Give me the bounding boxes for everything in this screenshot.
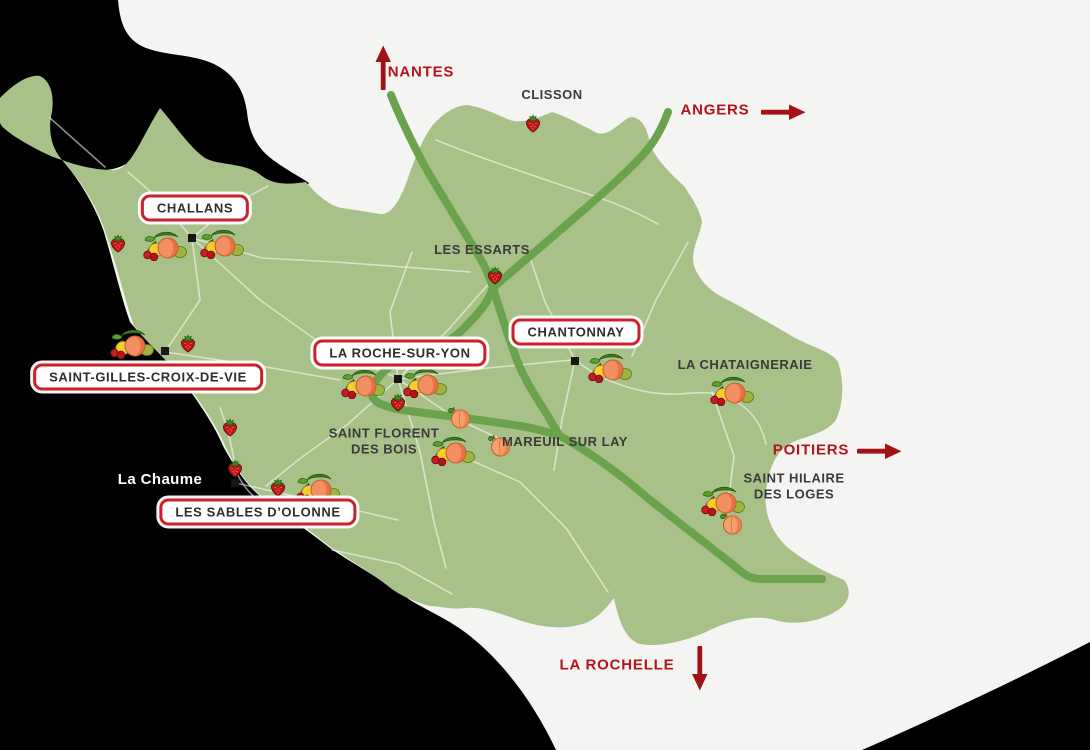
- mixed-fruit-icon: [430, 434, 476, 466]
- mixed-fruit-icon: [402, 366, 448, 398]
- highway-network: [367, 91, 826, 583]
- highway-southeast: [556, 432, 826, 583]
- city-label-line: CLISSON: [521, 87, 583, 103]
- city-label-mareuil-sur-lay: MAREUIL SUR LAY: [502, 434, 628, 450]
- city-label-line: DES LOGES: [753, 486, 835, 501]
- strawberry-icon: [220, 417, 240, 437]
- strawberry-icon: [485, 265, 505, 285]
- highway-chantonnay: [489, 284, 564, 440]
- city-label-box-challans: CHALLANS: [140, 194, 250, 222]
- strawberry-icon: [388, 392, 408, 412]
- highway-nantes: [387, 91, 497, 292]
- direction-label-angers: ANGERS: [680, 101, 750, 119]
- mixed-fruit-icon: [142, 229, 188, 261]
- direction-label-nantes: NANTES: [387, 63, 455, 81]
- city-label-line: LES ESSARTS: [434, 242, 530, 258]
- town-marker: [231, 479, 239, 487]
- town-marker: [188, 234, 196, 242]
- city-label-clisson: CLISSON: [521, 87, 582, 103]
- city-label-la-chaume: La Chaume: [118, 471, 202, 489]
- mixed-fruit-icon: [709, 374, 755, 406]
- town-marker: [571, 357, 579, 365]
- town-marker: [161, 347, 169, 355]
- strawberry-icon: [108, 233, 128, 253]
- strawberry-icon: [178, 333, 198, 353]
- peninsula-shape: [0, 75, 62, 160]
- city-label-line: DES BOIS: [350, 441, 418, 456]
- strawberry-icon: [225, 458, 245, 478]
- city-label-la-chataigneraie: LA CHATAIGNERAIE: [678, 357, 813, 373]
- city-label-box-saint-gilles-croix-de-vie: SAINT-GILLES-CROIX-DE-VIE: [33, 363, 263, 391]
- poitiers-arrow-icon: [856, 443, 902, 459]
- mixed-fruit-icon: [199, 227, 245, 259]
- mixed-fruit-icon: [109, 327, 155, 359]
- city-label-line: La Chaume: [117, 471, 203, 488]
- peach-icon: [719, 510, 745, 536]
- city-label-line: MAREUIL SUR LAY: [502, 434, 628, 450]
- city-label-box-la-roche-sur-yon: LA ROCHE-SUR-YON: [313, 339, 487, 367]
- la-rochelle-arrow-icon: [692, 645, 708, 691]
- vendee-region-shape: [62, 105, 849, 646]
- highway-angers: [489, 108, 672, 292]
- city-label-les-essarts: LES ESSARTS: [434, 242, 530, 258]
- city-label-line: LA CHATAIGNERAIE: [677, 357, 813, 373]
- strawberry-icon: [523, 113, 543, 133]
- city-label-box-chantonnay: CHANTONNAY: [511, 318, 641, 346]
- direction-label-poitiers: POITIERS: [772, 441, 850, 459]
- direction-label-la-rochelle: LA ROCHELLE: [559, 656, 675, 674]
- angers-arrow-icon: [760, 104, 806, 120]
- city-label-line: SAINT FLORENT: [328, 425, 440, 441]
- mixed-fruit-icon: [295, 471, 341, 503]
- city-label-line: SAINT HILAIRE: [743, 470, 845, 486]
- city-label-box-les-sables-d-olonne: LES SABLES D’OLONNE: [159, 498, 357, 526]
- southeast-sea-corner: [862, 642, 1090, 750]
- nantes-arrow-icon: [375, 45, 391, 91]
- strawberry-icon: [268, 477, 288, 497]
- mixed-fruit-icon: [340, 367, 386, 399]
- peach-icon: [447, 404, 473, 430]
- peach-icon: [487, 432, 513, 458]
- town-marker: [394, 375, 402, 383]
- mixed-fruit-icon: [587, 351, 633, 383]
- mixed-fruit-icon: [700, 484, 746, 516]
